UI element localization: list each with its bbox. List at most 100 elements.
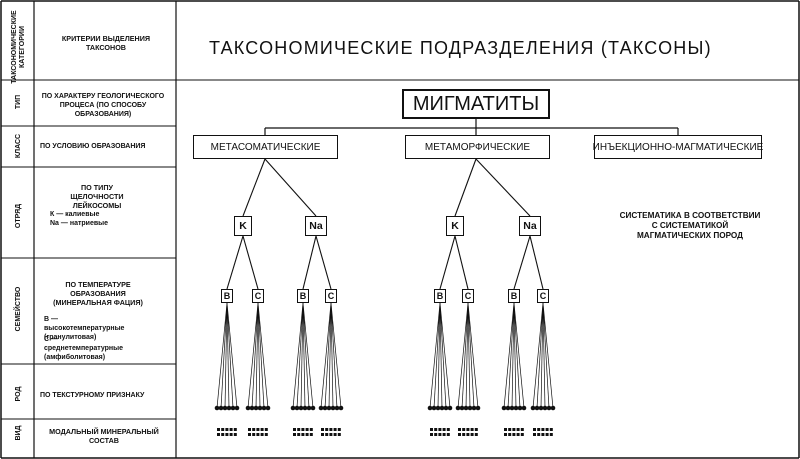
category-species: ВИД xyxy=(15,425,22,441)
genus-dot xyxy=(455,405,461,411)
species-square xyxy=(217,428,220,431)
species-square xyxy=(541,433,545,436)
class-node-metamorphic: МЕТАМОРФИЧЕСКИЕ xyxy=(405,135,550,159)
genus-fan-line xyxy=(257,302,269,409)
genus-fan-line xyxy=(330,302,338,409)
col-header-categories: ТАКСОНОМИЧЕСКИЕ КАТЕГОРИИ xyxy=(11,10,26,84)
species-square xyxy=(293,433,296,436)
order-family-link xyxy=(315,235,332,290)
order-node-k-1: K xyxy=(234,216,252,236)
genus-dot xyxy=(294,405,300,411)
category-family: СЕМЕЙСТВО xyxy=(15,286,22,332)
genus-fan-line xyxy=(467,302,471,409)
root-node: МИГМАТИТЫ xyxy=(402,89,550,119)
species-square xyxy=(256,433,260,436)
genus-dot xyxy=(447,405,453,411)
col-header-criteria: КРИТЕРИИ ВЫДЕЛЕНИЯ ТАКСОНОВ xyxy=(61,34,151,52)
species-square xyxy=(333,433,337,436)
species-square xyxy=(248,428,251,431)
genus-fan-line xyxy=(302,302,314,409)
genus-dot xyxy=(310,405,316,411)
genus-dot xyxy=(249,405,255,411)
category-type: ТИП xyxy=(15,94,22,110)
genus-dot xyxy=(253,405,259,411)
genus-fan-line xyxy=(257,302,265,409)
genus-fan-line xyxy=(302,302,310,409)
genus-fan-line xyxy=(255,302,259,409)
class-node-metasomatic: МЕТАСОМАТИЧЕСКИЕ xyxy=(193,135,338,159)
species-square xyxy=(470,433,474,436)
species-square xyxy=(260,428,264,431)
species-square xyxy=(305,428,309,431)
species-square xyxy=(537,433,541,436)
class-order-link xyxy=(242,158,266,217)
species-square xyxy=(438,433,442,436)
species-square xyxy=(221,433,225,436)
genus-dot xyxy=(234,405,240,411)
genus-dot xyxy=(542,405,548,411)
genus-fan-line xyxy=(513,302,517,409)
species-square xyxy=(516,433,520,436)
genus-dot xyxy=(265,405,271,411)
genus-dot xyxy=(463,405,469,411)
species-square xyxy=(229,433,233,436)
species-square xyxy=(305,433,309,436)
species-square xyxy=(462,433,466,436)
species-square xyxy=(533,428,536,431)
species-square xyxy=(293,428,296,431)
order-family-link xyxy=(302,235,317,290)
species-square xyxy=(508,433,512,436)
systematics-note: СИСТЕМАТИКА В СООТВЕТСТВИИ С СИСТЕМАТИКО… xyxy=(619,211,761,240)
genus-fan-line xyxy=(532,302,544,409)
species-square xyxy=(225,428,229,431)
legend-family-c: С — среднетемпературные (амфиболитовая) xyxy=(44,336,124,361)
species-square xyxy=(264,433,268,436)
order-family-link xyxy=(226,235,244,290)
genus-fan-line xyxy=(320,302,332,409)
genus-fan-line xyxy=(292,302,304,409)
species-square xyxy=(301,433,305,436)
species-square xyxy=(434,433,438,436)
species-square xyxy=(333,428,337,431)
legend-family-b: В — высокотемпературные (гранулитовая) xyxy=(44,316,125,341)
genus-dot xyxy=(257,405,263,411)
species-square xyxy=(533,433,536,436)
genus-dot xyxy=(459,405,465,411)
genus-dot xyxy=(218,405,224,411)
genus-fan-line xyxy=(433,302,441,409)
genus-fan-line xyxy=(226,302,230,409)
species-square xyxy=(337,428,341,431)
genus-dot xyxy=(322,405,328,411)
genus-dot xyxy=(318,405,324,411)
family-node-c-3: C xyxy=(462,289,474,303)
species-square xyxy=(549,433,553,436)
category-order: ОТРЯД xyxy=(15,203,22,229)
genus-dot xyxy=(214,405,220,411)
species-square xyxy=(516,428,520,431)
genus-fan-line xyxy=(330,302,334,409)
species-square xyxy=(233,428,237,431)
class-order-link xyxy=(454,158,477,217)
genus-dot xyxy=(517,405,523,411)
species-square xyxy=(256,428,260,431)
species-square xyxy=(329,428,333,431)
genus-fan-line xyxy=(257,302,261,409)
criteria-genus: ПО ТЕКСТУРНОМУ ПРИЗНАКУ xyxy=(40,392,145,399)
species-square xyxy=(545,428,549,431)
species-square xyxy=(325,428,329,431)
family-node-b-4: B xyxy=(508,289,520,303)
genus-dot xyxy=(290,405,296,411)
genus-fan-line xyxy=(540,302,544,409)
family-node-b-2: B xyxy=(297,289,309,303)
legend-order-k: К — калиевые xyxy=(50,211,100,218)
genus-dot xyxy=(431,405,437,411)
species-square xyxy=(520,428,524,431)
species-square xyxy=(520,433,524,436)
species-square xyxy=(248,433,251,436)
genus-fan-line xyxy=(247,302,259,409)
genus-fan-line xyxy=(507,302,515,409)
genus-fan-line xyxy=(511,302,515,409)
species-square xyxy=(446,433,450,436)
genus-dot xyxy=(443,405,449,411)
